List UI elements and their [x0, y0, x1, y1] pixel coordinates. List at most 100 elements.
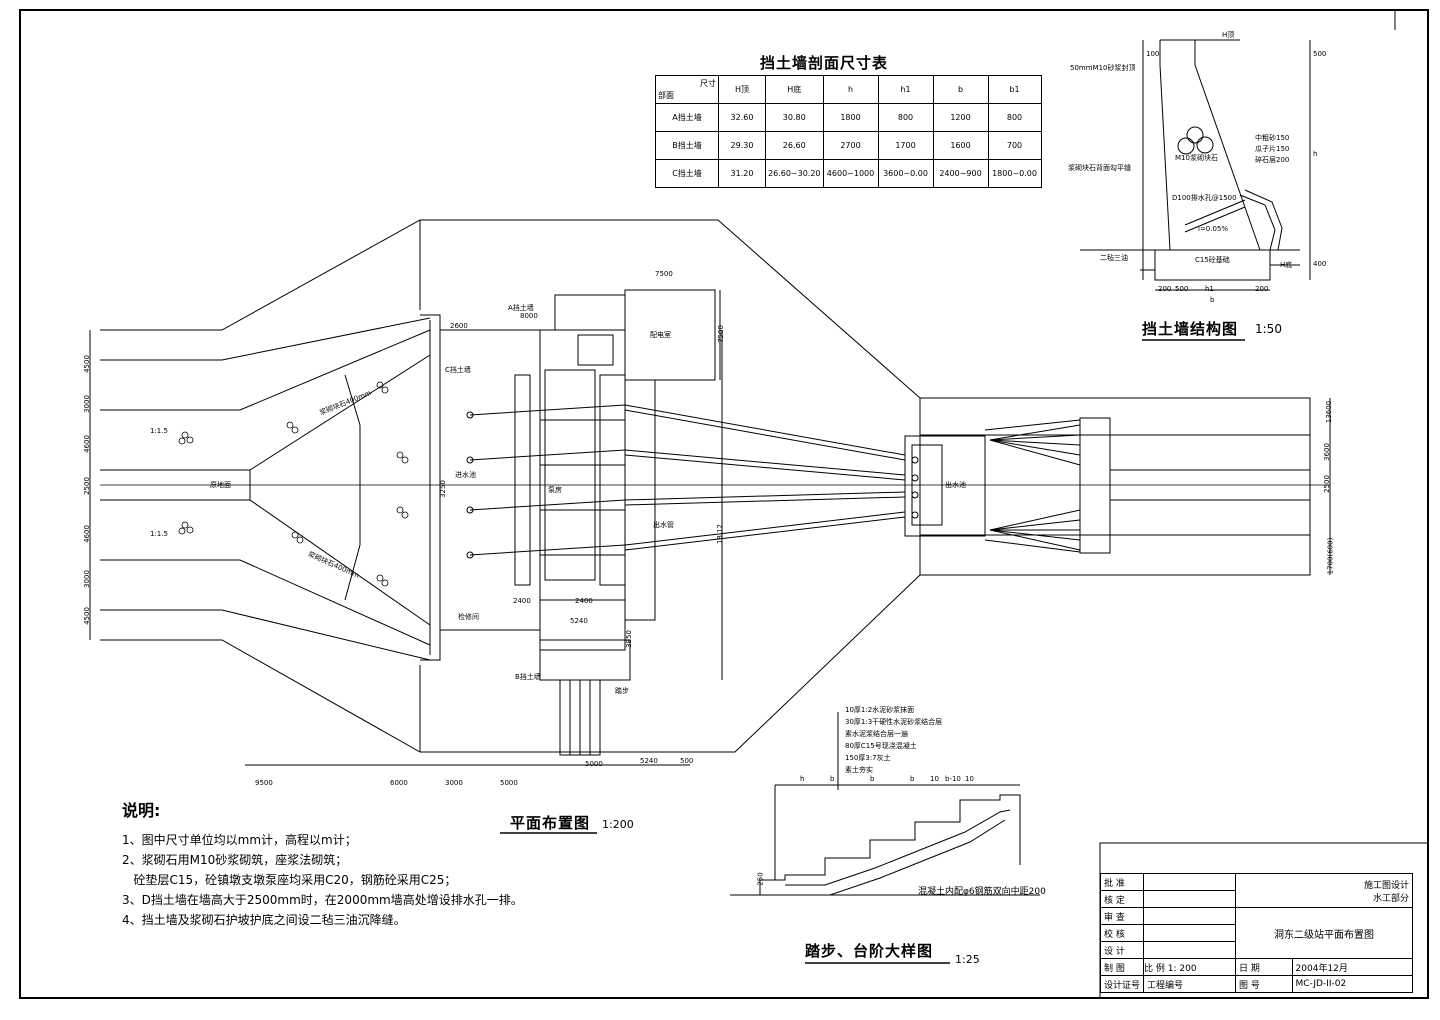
sign-cell: [1143, 907, 1236, 925]
table-cell: 2700: [822, 131, 879, 160]
fan-line: [989, 439, 1081, 446]
label-fill2: 瓜子片150: [1255, 145, 1290, 153]
label-dim: 200: [1158, 285, 1172, 293]
dim-label: 4500: [82, 607, 91, 625]
sign-cell: [1143, 890, 1236, 908]
dim-label: 4500: [82, 355, 91, 373]
outlet-pipe: [624, 496, 906, 506]
pump-symbol: [466, 411, 474, 419]
stone-symbol: [1177, 137, 1195, 155]
dim-label: 2400: [513, 597, 531, 605]
pump-house-outline: [625, 379, 656, 621]
dim-label: h: [800, 775, 805, 783]
row-name: B挡土墙: [655, 131, 719, 160]
label-maint: 检修间: [458, 613, 479, 621]
dim-label: 4600: [82, 525, 91, 543]
pipe-end-symbol: [911, 511, 919, 519]
label-room: 配电室: [650, 331, 671, 339]
table-cell: 800: [987, 103, 1042, 132]
dim-label: 250: [756, 872, 765, 886]
scale-cell: 比 例 1: 200: [1143, 958, 1236, 976]
label-dim: 400: [1313, 260, 1327, 268]
sign-cell: [1143, 941, 1236, 959]
section-view: [1080, 39, 1311, 291]
suction-pipe: [469, 499, 626, 511]
dim-label: 2400: [575, 597, 593, 605]
corner-bottom: 部面: [658, 91, 674, 100]
fan-line: [989, 439, 1081, 456]
annex-room: [577, 334, 614, 366]
table-cell: 31.20: [718, 159, 766, 188]
label-slope: 1:1.5: [150, 427, 168, 435]
dim-label: 5000: [585, 760, 603, 768]
dim-label: 13600: [1325, 400, 1334, 424]
dimension-table: 尺寸 部面 H顶 H底 h h1 b b1 A挡土墙 32.60 30.80 1…: [655, 75, 1042, 188]
suction-pipe: [469, 449, 626, 461]
dim-label: 4600: [82, 435, 91, 453]
table-cell: 700: [987, 131, 1042, 160]
label-h1: h1: [1205, 285, 1214, 293]
header-cell: b: [932, 75, 989, 104]
label-fill1: 中粗砂150: [1255, 134, 1290, 142]
table-cell: 1600: [932, 131, 989, 160]
label-dim: 100: [1146, 50, 1160, 58]
role-cell: 核 定: [1100, 890, 1144, 908]
stone-symbol: [1196, 136, 1214, 154]
label-stairs: 踏步: [615, 687, 629, 695]
fan-line: [989, 439, 1081, 466]
label-dim: 500: [1313, 50, 1327, 58]
header-cell: h1: [877, 75, 934, 104]
suction-pipe: [469, 404, 626, 416]
stone-symbol: [1186, 126, 1204, 144]
layer-label: 150厚3:7灰土: [845, 754, 891, 762]
dim-label: 9500: [255, 779, 273, 787]
outlet-channel: [919, 397, 1311, 576]
dim-label: b: [910, 775, 915, 783]
date-label: 日 期: [1235, 958, 1293, 976]
outlet-transition: [984, 419, 1081, 431]
scale-label: 比 例: [1144, 963, 1165, 974]
notes-list: 1、图中尺寸单位均以mm计，高程以m计； 2、浆砌石用M10砂浆砌筑，座浆法砌筑…: [122, 830, 523, 930]
dim-label: 5240: [640, 757, 658, 765]
header-cell: h: [822, 75, 879, 104]
note-item: 1、图中尺寸单位均以mm计，高程以m计；: [122, 833, 357, 847]
outlet-gate: [1079, 417, 1111, 554]
steps-title: 踏步、台阶大样图: [805, 942, 934, 960]
header-cell: H顶: [718, 75, 766, 104]
corner-top: 尺寸: [700, 79, 716, 88]
label-h: h: [1313, 150, 1318, 158]
rebar-label: 混凝土内配φ6钢筋双向中距200: [918, 887, 1046, 897]
label-pipe: 出水管: [653, 521, 674, 529]
outlet-pipe: [624, 409, 906, 461]
table-cell: 1200: [932, 103, 989, 132]
role-cell: 审 查: [1100, 907, 1144, 925]
outlet-pipe: [624, 511, 906, 546]
layer-label: 素土夯实: [845, 766, 873, 774]
dim-label: b: [870, 775, 875, 783]
label-bot-elev: H底: [1280, 261, 1293, 269]
role-cell: 设计证号: [1100, 975, 1144, 993]
table-cell: 3600~0.00: [877, 159, 934, 188]
channel-edge: [100, 559, 431, 646]
channel-edge: [100, 317, 431, 361]
title-block-table: 批 准 施工图设计 水工部分 核 定 审 查 洞东二级站平面布置图 校 核 设 …: [1100, 873, 1414, 993]
dept-label: 水工部分: [1372, 893, 1409, 904]
label-dim: 500: [1175, 285, 1189, 293]
outlet-chamber: [911, 444, 943, 526]
dim-label: 2600: [450, 322, 468, 330]
dim-label: 3600: [1322, 443, 1331, 461]
dim-label: 18.12: [716, 523, 725, 545]
dim-label: 3000: [82, 395, 91, 413]
annex-room: [539, 639, 631, 681]
label-ground: 原地面: [210, 481, 231, 489]
label-pump: 泵房: [548, 486, 562, 494]
drain-pipe: [1184, 199, 1246, 226]
sign-cell: [1143, 873, 1236, 891]
layer-label: 80厚C15号现浇混凝土: [845, 742, 917, 750]
table-title: 挡土墙剖面尺寸表: [760, 54, 889, 72]
no-label: 图 号: [1235, 975, 1293, 993]
annex-room: [539, 599, 626, 651]
steps-profile: [759, 794, 1021, 895]
dim-label: 3000: [445, 779, 463, 787]
